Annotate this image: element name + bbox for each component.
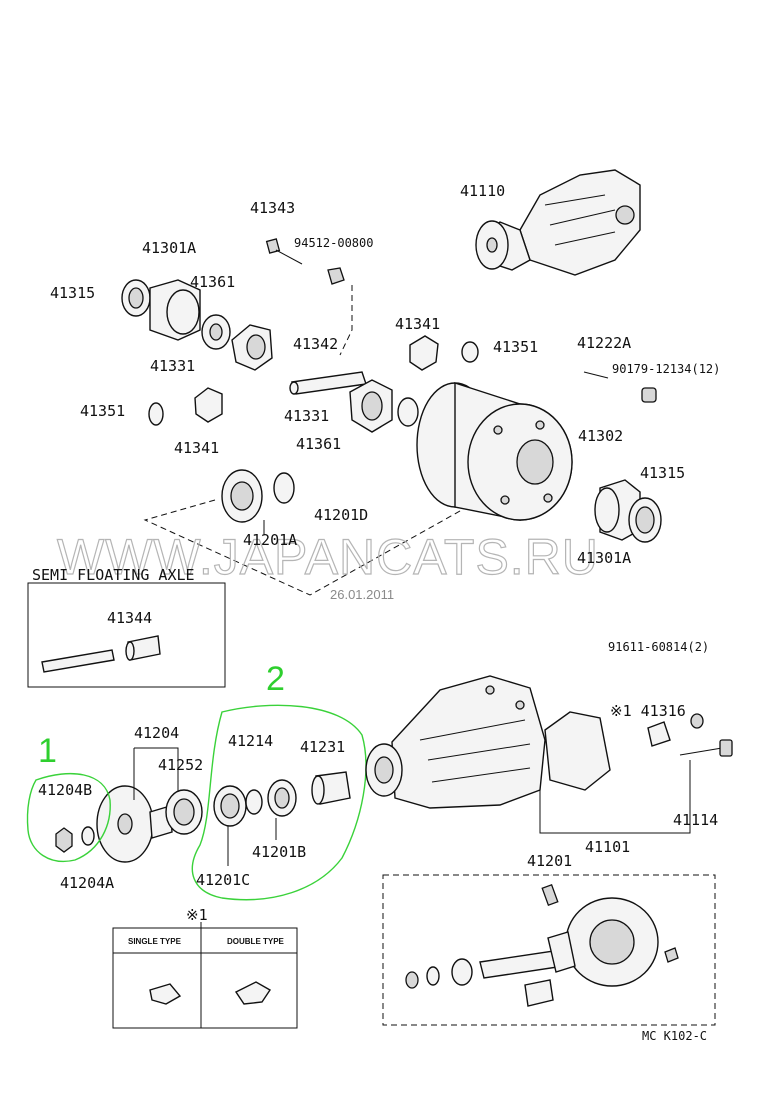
- label-41222a: 41222A: [577, 334, 631, 352]
- label-41201: 41201: [527, 852, 572, 870]
- label-41204: 41204: [134, 724, 179, 742]
- double-type-label: DOUBLE TYPE: [227, 937, 285, 946]
- hand-mark-2: 2: [266, 660, 285, 698]
- pinion-washer-left: [148, 402, 164, 426]
- pinion-bearing-spacer: [273, 472, 295, 504]
- hand-mark-1: 1: [38, 732, 57, 770]
- label-41331-top: 41331: [150, 357, 195, 375]
- differential-carrier-housing: [365, 675, 611, 809]
- label-41101: 41101: [585, 838, 630, 856]
- leader-41101: [539, 790, 582, 834]
- single-type-clip-icon: [149, 983, 182, 1005]
- double-type-clip-icon: [234, 981, 271, 1005]
- label-41301a-top: 41301A: [142, 239, 196, 257]
- assembly-dash-line-lower: [143, 454, 561, 596]
- companion-flange-nut: [55, 827, 73, 853]
- label-94512-00800: 94512-00800: [294, 236, 373, 250]
- label-41302: 41302: [578, 427, 623, 445]
- companion-flange-washer: [81, 826, 95, 846]
- collapsible-spacer: [311, 771, 351, 805]
- ring-pinion-set-box: [382, 874, 716, 1026]
- side-bearing-left: [121, 279, 201, 341]
- label-41316: ※1 41316: [610, 702, 686, 720]
- side-gear-top: [231, 324, 273, 371]
- label-41110: 41110: [460, 182, 505, 200]
- type-table: [112, 927, 298, 1029]
- set-bolt: [541, 883, 559, 907]
- differential-carrier-top: [475, 169, 641, 276]
- housing-stud-bolt: [679, 739, 733, 757]
- oil-slinger: [245, 789, 263, 815]
- semi-floating-axle-box: [27, 582, 226, 688]
- figure-code: MC K102-C: [642, 1029, 707, 1043]
- pinion-washer-right: [461, 341, 479, 363]
- label-41341-top: 41341: [395, 315, 440, 333]
- watermark: WWW.JAPANCATS.RU: [57, 529, 599, 585]
- leader-41204: [133, 747, 179, 800]
- single-type-label: SINGLE TYPE: [128, 937, 182, 946]
- label-41315-left: 41315: [50, 284, 95, 302]
- pinion-gear-left: [194, 387, 223, 423]
- side-gear-middle: [349, 379, 393, 433]
- pinion-bearing-outer: [221, 469, 263, 523]
- oil-seal: [165, 789, 203, 835]
- label-41204a: 41204A: [60, 874, 114, 892]
- ring-gear-bolt: [583, 371, 657, 403]
- label-90179-12134: 90179-12134(12): [612, 362, 720, 376]
- side-bearing-right: [594, 479, 662, 543]
- pinion-bearing-rear: [267, 779, 297, 817]
- label-41341-left: 41341: [174, 439, 219, 457]
- label-41343: 41343: [250, 199, 295, 217]
- set-washer: [426, 966, 440, 986]
- differential-case: [416, 382, 573, 521]
- housing-stud-nut: [690, 713, 704, 729]
- label-41114: 41114: [673, 811, 718, 829]
- breather-clip: [647, 721, 671, 747]
- hand-circle-group-2: [191, 704, 367, 901]
- pinion-gear-top: [409, 335, 439, 371]
- drive-pinion: [479, 931, 576, 979]
- set-bearing: [451, 958, 473, 986]
- side-gear-washer-middle: [397, 397, 419, 427]
- hand-circle-group-1: [26, 773, 111, 862]
- assembly-dash-line-upper: [339, 285, 353, 356]
- label-41331-middle: 41331: [284, 407, 329, 425]
- watermark-date: 26.01.2011: [330, 587, 394, 602]
- label-41361-middle: 41361: [296, 435, 341, 453]
- axle-pin: [41, 649, 115, 673]
- label-41231: 41231: [300, 738, 345, 756]
- set-spacer: [524, 979, 554, 1007]
- set-clip: [664, 947, 679, 963]
- label-41214: 41214: [228, 732, 273, 750]
- pinion-shaft-lock-pin: [265, 238, 345, 285]
- label-41201b: 41201B: [252, 843, 306, 861]
- label-41361-top: 41361: [190, 273, 235, 291]
- label-41344: 41344: [107, 609, 152, 627]
- label-41201c: 41201C: [196, 871, 250, 889]
- leader-41114: [582, 760, 691, 834]
- pinion-shaft: [289, 371, 367, 395]
- label-41351-left: 41351: [80, 402, 125, 420]
- label-41315-right: 41315: [640, 464, 685, 482]
- axle-spacer: [125, 635, 161, 661]
- ring-gear: [565, 897, 659, 987]
- label-41201d: 41201D: [314, 506, 368, 524]
- label-41204b: 41204B: [38, 781, 92, 799]
- set-nut: [405, 971, 419, 989]
- type-table-note-mark: ※1: [186, 906, 208, 924]
- label-41301a-bottom: 41301A: [577, 549, 631, 567]
- label-91611-60814: 91611-60814(2): [608, 640, 709, 654]
- label-41201a: 41201A: [243, 531, 297, 549]
- pinion-bearing-inner: [213, 785, 247, 827]
- label-41351-right: 41351: [493, 338, 538, 356]
- label-41252: 41252: [158, 756, 203, 774]
- side-gear-washer-top: [201, 314, 231, 350]
- inset-title: SEMI FLOATING AXLE: [32, 566, 195, 584]
- label-41342: 41342: [293, 335, 338, 353]
